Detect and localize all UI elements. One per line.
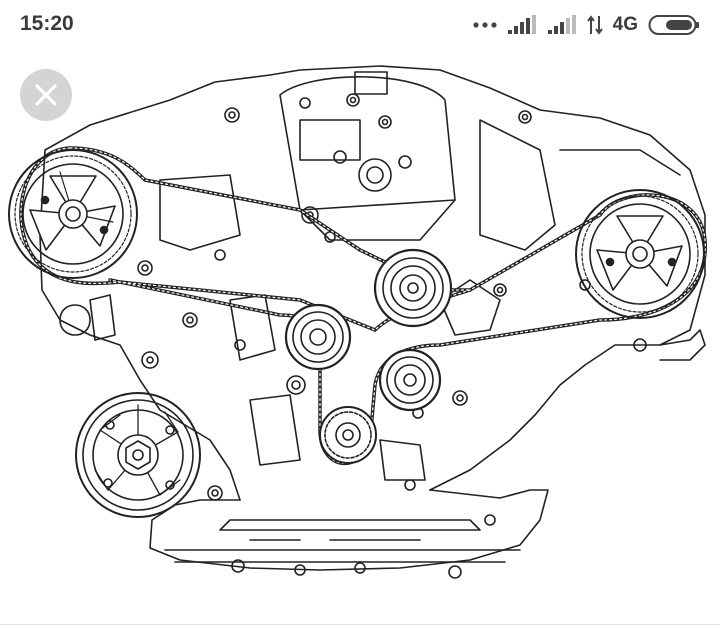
- engine-timing-belt-diagram: [8, 65, 707, 579]
- battery-icon: [648, 15, 699, 35]
- left-camshaft-sprocket: [8, 149, 138, 279]
- signal-icon: [547, 15, 576, 34]
- status-bar: 15:20 4G: [0, 0, 720, 52]
- signal-icon: [507, 15, 536, 34]
- tensioner-pulley: [284, 303, 352, 371]
- more-dots-icon: [473, 22, 497, 28]
- engine-block-outline: [39, 65, 706, 571]
- data-transfer-icon: [586, 15, 603, 35]
- network-type-label: 4G: [612, 14, 638, 35]
- bolts: [137, 93, 647, 579]
- status-icons: 4G: [473, 10, 700, 40]
- upper-idler-pulley: [373, 248, 453, 328]
- crankshaft-sprocket: [319, 406, 377, 464]
- close-icon: [35, 84, 57, 106]
- bottom-divider: [0, 624, 720, 625]
- lower-idler-pulley: [378, 348, 442, 412]
- status-clock: 15:20: [20, 12, 74, 35]
- water-pump-pulley: [75, 392, 201, 518]
- close-button[interactable]: [20, 69, 72, 121]
- right-camshaft-sprocket: [575, 189, 705, 319]
